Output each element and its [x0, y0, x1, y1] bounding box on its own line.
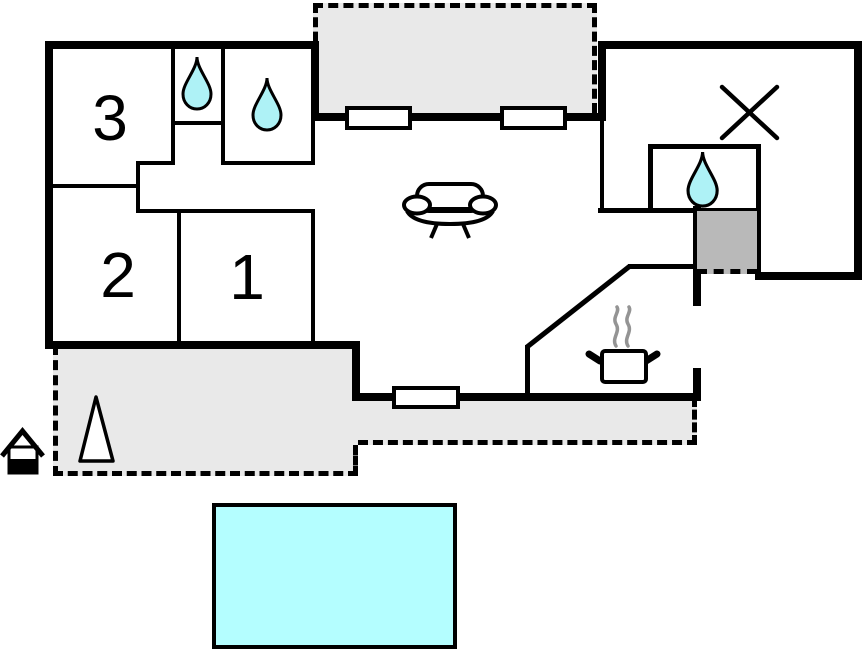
cross-marker-icon [719, 84, 780, 141]
wall-top-left-section [45, 41, 319, 49]
terrace-dashed-edge [353, 445, 358, 476]
wall-room3-right [171, 49, 175, 165]
window-top-1 [345, 106, 412, 130]
wall-left [45, 41, 53, 349]
sofa-icon [402, 182, 498, 239]
wall-top-living [311, 113, 604, 121]
entrance-house-icon [0, 427, 45, 475]
wall-left-living-thick [311, 41, 319, 121]
chimney-block [697, 211, 757, 274]
window-top-2 [500, 106, 567, 130]
room-3-label: 3 [92, 82, 128, 154]
wall-annex-bath-right [756, 144, 761, 280]
wall-hall-top [136, 161, 175, 165]
room-2-label: 2 [100, 239, 136, 311]
wall-bottom-left-section [45, 341, 360, 349]
wall-top-right-section [598, 41, 862, 49]
wall-kitchen-left [525, 345, 530, 397]
wall-room1-right [311, 209, 315, 345]
wall-kitchen-top [628, 264, 697, 269]
wall-kitchen-diagonal [525, 264, 632, 349]
room-1-label: 1 [229, 241, 265, 313]
wall-hall-step [136, 161, 140, 213]
wall-annex-bath-left [648, 144, 653, 213]
wall-room3-bottom [53, 184, 140, 188]
wall-bottom-right-section [755, 272, 862, 280]
wall-wc-bottom [171, 121, 225, 125]
wall-hall-bottom [136, 209, 315, 213]
wall-jog-vertical [352, 341, 360, 401]
wall-right-section-bottom-inner [598, 208, 761, 213]
window-bottom [392, 386, 460, 409]
wall-living-left-thin [311, 121, 315, 165]
wall-right-section-left-thin [600, 121, 604, 213]
water-drop-icon [181, 55, 213, 111]
wall-right-section-left-thick [598, 41, 606, 121]
wall-bottom-living [352, 393, 701, 401]
wall-wc-right [221, 49, 225, 165]
water-drop-icon [686, 150, 719, 208]
terrace-top [313, 3, 597, 113]
wall-room2-room1-divider [177, 209, 181, 345]
swimming-pool [212, 503, 457, 649]
water-drop-icon [251, 76, 283, 132]
terrace-bottom-left [53, 345, 358, 476]
wall-annex-bath-top [648, 144, 761, 149]
wall-right [854, 41, 862, 280]
wall-entrance-stub [693, 368, 701, 401]
wall-bath-bottom [221, 161, 315, 165]
stove-pot-icon [585, 305, 661, 384]
